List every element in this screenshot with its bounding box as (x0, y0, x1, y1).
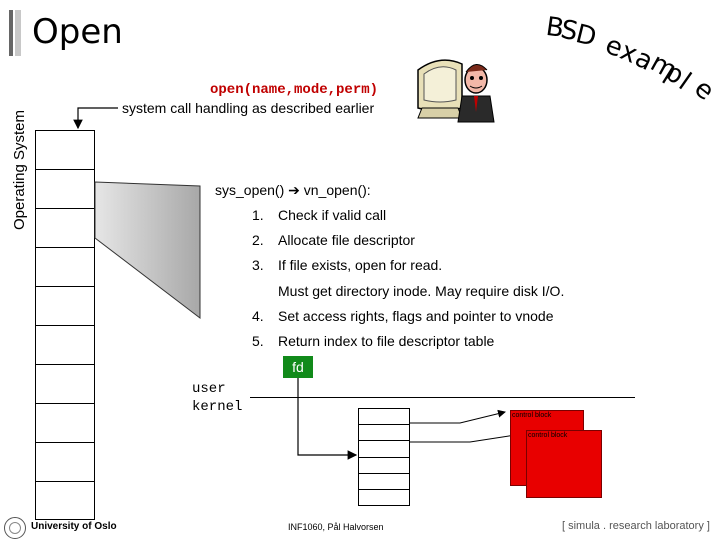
fd-table-row (359, 409, 409, 426)
step-3-continuation: Must get directory inode. May require di… (278, 283, 565, 299)
step-text: If file exists, open for read. (278, 257, 443, 273)
os-column-cell (36, 170, 94, 209)
sys-open-intro: sys_open() ➔ vn_open(): (215, 182, 371, 198)
step-text: Set access rights, flags and pointer to … (278, 308, 554, 324)
user-space-label: user (192, 381, 226, 397)
person-clipart (457, 64, 495, 123)
footer-course: INF1060, Pål Halvorsen (288, 522, 384, 532)
kernel-space-label: kernel (192, 399, 243, 415)
call-description: system call handling as described earlie… (122, 100, 375, 116)
computer-clipart (417, 59, 463, 119)
fd-arrow (297, 378, 358, 460)
os-column-cell (36, 326, 94, 365)
step-text: Return index to file descriptor table (278, 333, 495, 349)
os-column-cell (36, 443, 94, 482)
slide-title: Open (32, 12, 123, 52)
step-item: 5. Return index to file descriptor table (252, 333, 494, 349)
control-block-2 (526, 430, 602, 498)
step-item: 2. Allocate file descriptor (252, 232, 415, 248)
step-item: 3. If file exists, open for read. (252, 257, 442, 273)
fd-table-row (359, 441, 409, 458)
step-number: 2. (252, 232, 264, 248)
footer-lab: [ simula . research laboratory ] (562, 520, 710, 532)
os-column-cell (36, 365, 94, 404)
user-kernel-boundary-line (250, 397, 635, 398)
seal-inner-ring (9, 522, 21, 534)
call-arrow (73, 107, 118, 130)
zoom-funnel (94, 181, 201, 320)
step-number: 5. (252, 333, 264, 349)
step-text: Allocate file descriptor (278, 232, 415, 248)
os-column-cell (36, 287, 94, 326)
step-item: 1. Check if valid call (252, 207, 386, 223)
title-accent-bar-dark (9, 10, 13, 56)
os-column-cell (36, 131, 94, 170)
university-seal-icon (4, 517, 26, 539)
control-block-2-label: control block (528, 432, 568, 439)
fd-table-row (359, 425, 409, 442)
file-descriptor-table (358, 408, 410, 506)
title-accent-bar-light (15, 10, 21, 56)
fd-table-row (359, 490, 409, 506)
fd-box: fd (283, 356, 313, 378)
fd-to-cb-arrow-2 (384, 431, 523, 443)
os-column-cell (36, 404, 94, 443)
step-number: 1. (252, 207, 264, 223)
footer-university: University of Oslo (31, 521, 117, 532)
os-memory-column (35, 130, 95, 520)
fd-table-row (359, 458, 409, 474)
fd-table-row (359, 474, 409, 490)
os-column-cell (36, 248, 94, 287)
control-block-1-label: control block (512, 412, 552, 419)
step-number: 4. (252, 308, 264, 324)
step-number: 3. (252, 257, 264, 273)
step-item: 4. Set access rights, flags and pointer t… (252, 308, 554, 324)
open-call-signature: open(name,mode,perm) (210, 82, 379, 98)
step-text: Check if valid call (278, 207, 387, 223)
os-column-cell (36, 209, 94, 248)
